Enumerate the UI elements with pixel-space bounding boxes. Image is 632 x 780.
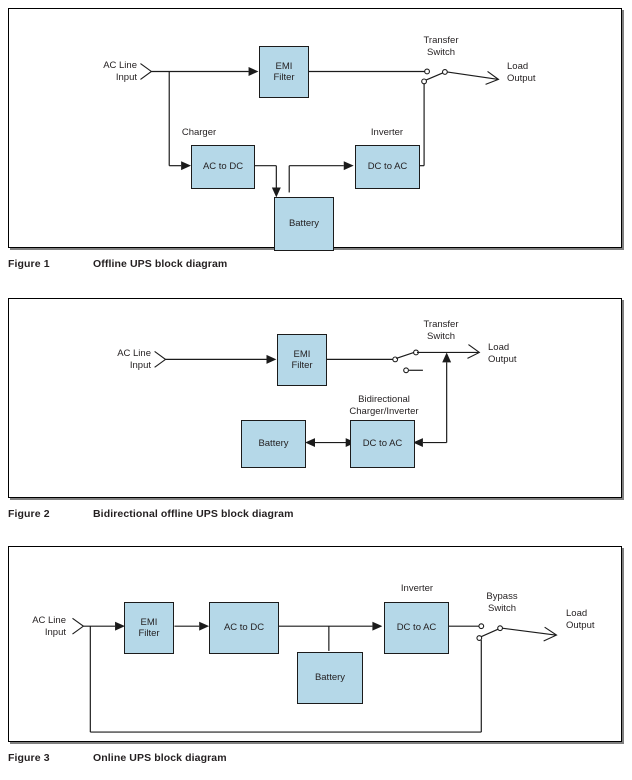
block-emi-filter[interactable]: EMI Filter <box>259 46 309 98</box>
figure-2-caption-number: Figure 2 <box>8 508 50 520</box>
figure-2-caption: Figure 2 Bidirectional offline UPS block … <box>8 508 294 520</box>
block-label: Battery <box>314 672 346 684</box>
label-load-output: Load Output <box>488 342 517 365</box>
block-battery[interactable]: Battery <box>297 652 363 704</box>
block-label: EMI Filter <box>291 348 313 372</box>
label-load-output: Load Output <box>507 61 536 84</box>
figure-2-caption-text: Bidirectional offline UPS block diagram <box>93 508 294 520</box>
block-label: Battery <box>258 438 289 450</box>
block-rectifier-ac-to-dc[interactable]: AC to DC <box>209 602 279 654</box>
block-label: EMI Filter <box>273 60 295 84</box>
label-transfer-switch: Transfer Switch <box>423 319 459 342</box>
label-ac-line-input: AC Line Input <box>117 348 151 371</box>
block-bidirectional-dc-to-ac[interactable]: DC to AC <box>350 420 415 468</box>
block-inverter-dc-to-ac[interactable]: DC to AC <box>355 145 420 189</box>
block-label: AC to DC <box>202 161 244 173</box>
block-emi-filter[interactable]: EMI Filter <box>124 602 174 654</box>
figure-3-wiring <box>72 617 558 733</box>
block-label: EMI Filter <box>138 616 160 640</box>
figure-1-panel: AC Line Input Charger Inverter Transfer … <box>8 8 622 251</box>
figure-1-caption-text: Offline UPS block diagram <box>93 258 228 270</box>
figure-3-caption: Figure 3 Online UPS block diagram <box>8 752 227 764</box>
label-inverter-title: Inverter <box>370 127 404 138</box>
figure-2-panel: AC Line Input Transfer Switch Load Outpu… <box>8 298 622 498</box>
block-label: DC to AC <box>362 438 403 450</box>
figure-2-wiring <box>154 344 481 448</box>
block-label: Battery <box>288 218 320 230</box>
label-bidirectional-title: Bidirectional Charger/Inverter <box>349 394 419 417</box>
block-label: AC to DC <box>223 622 265 634</box>
figure-1-caption-number: Figure 1 <box>8 258 50 270</box>
block-battery[interactable]: Battery <box>274 197 334 251</box>
label-ac-line-input: AC Line Input <box>32 615 66 638</box>
figure-1-caption: Figure 1 Offline UPS block diagram <box>8 258 227 270</box>
figure-3-panel: AC Line Input Inverter Bypass Switch Loa… <box>8 546 622 742</box>
label-charger-title: Charger <box>181 127 217 138</box>
block-emi-filter[interactable]: EMI Filter <box>277 334 327 386</box>
label-transfer-switch: Transfer Switch <box>423 35 459 58</box>
block-charger-ac-to-dc[interactable]: AC to DC <box>191 145 255 189</box>
label-load-output: Load Output <box>566 608 595 631</box>
label-inverter-title: Inverter <box>400 583 434 594</box>
figure-3-caption-text: Online UPS block diagram <box>93 752 227 764</box>
block-inverter-dc-to-ac[interactable]: DC to AC <box>384 602 449 654</box>
label-ac-line-input: AC Line Input <box>103 60 137 83</box>
label-bypass-switch: Bypass Switch <box>486 591 518 614</box>
figure-1-wiring <box>140 63 500 198</box>
block-battery[interactable]: Battery <box>241 420 306 468</box>
block-label: DC to AC <box>396 622 437 634</box>
block-label: DC to AC <box>367 161 408 173</box>
figure-3-caption-number: Figure 3 <box>8 752 50 764</box>
